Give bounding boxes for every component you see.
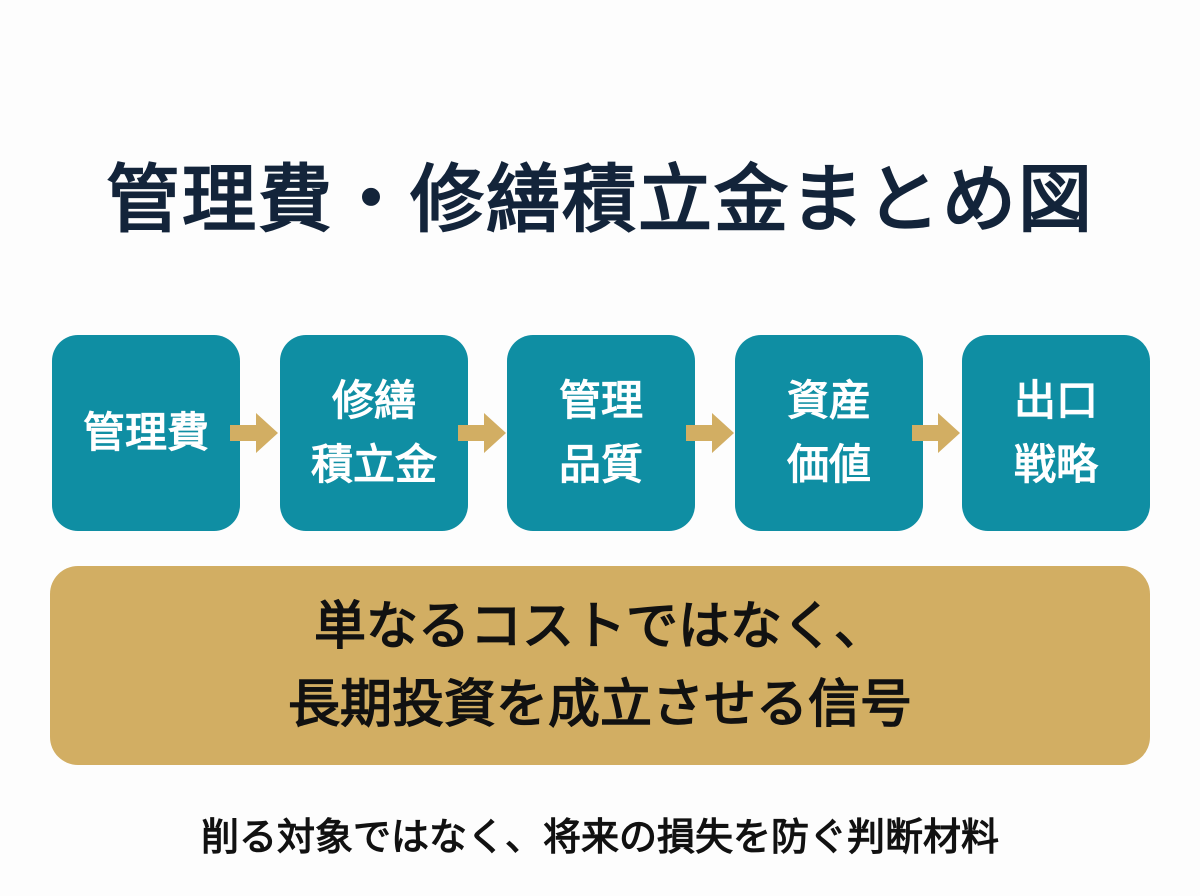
flow-box-management-fee: 管理費 [52,335,240,531]
arrow-right-icon [686,413,734,453]
arrow-right-icon [230,413,278,453]
banner-line-1: 単なるコストではなく、 [313,596,886,657]
arrow-right-icon [458,413,506,453]
summary-banner: 単なるコストではなく、 長期投資を成立させる信号 [50,566,1150,765]
footer-note: 削る対象ではなく、将来の損失を防ぐ判断材料 [200,815,999,859]
flow-box-repair-reserve: 修繕 積立金 [280,335,468,531]
banner-line-2: 長期投資を成立させる信号 [287,674,912,735]
arrow-right-icon [912,413,960,453]
flow-box-asset-value: 資産 価値 [735,335,923,531]
page-title: 管理費・修繕積立金まとめ図 [106,157,1094,243]
flow-box-exit-strategy: 出口 戦略 [962,335,1150,531]
flow-box-management-quality: 管理 品質 [507,335,695,531]
